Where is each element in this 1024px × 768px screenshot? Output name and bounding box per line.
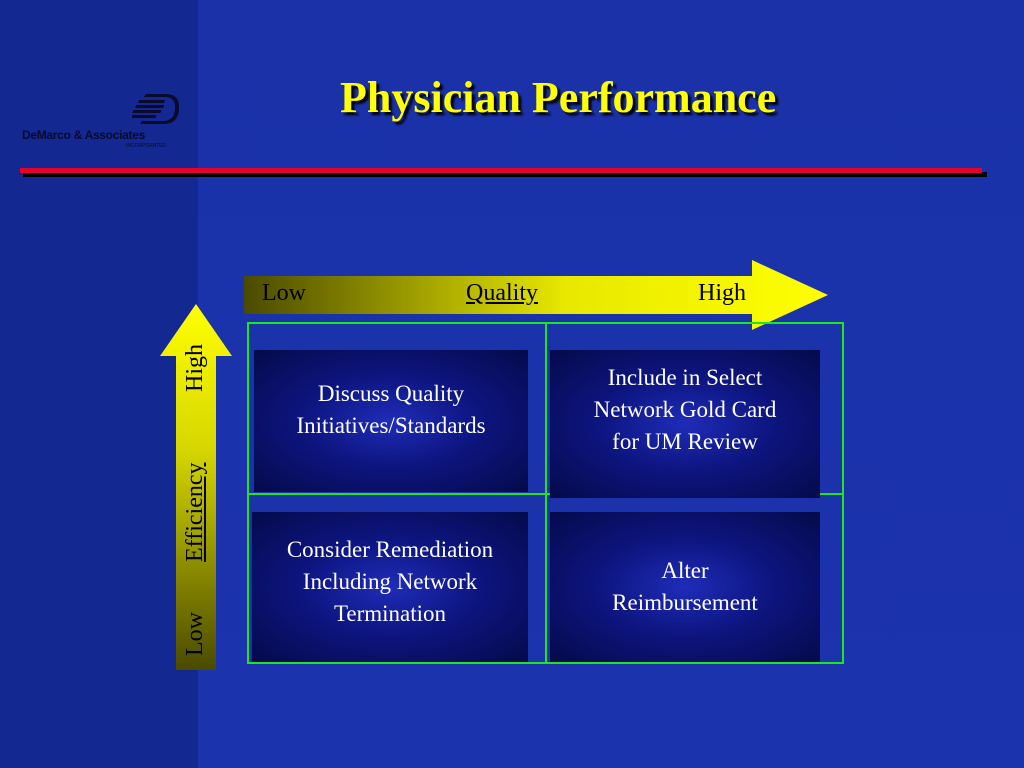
cell-text-line: Alter (661, 558, 709, 583)
logo-mark-icon (132, 94, 180, 124)
cell-text-line: Initiatives/Standards (296, 413, 486, 438)
efficiency-axis-arrow (160, 304, 232, 670)
efficiency-axis-high-label: High (182, 344, 208, 392)
quality-axis-high-label: High (698, 280, 746, 306)
matrix-cell-low-quality-low-efficiency: Consider Remediation Including Network T… (252, 512, 528, 662)
cell-text-line: Network Gold Card (593, 397, 777, 422)
logo-subtitle: INCORPORATED (126, 143, 166, 149)
quality-axis-low-label: Low (262, 280, 306, 306)
cell-text-line: Reimbursement (612, 590, 758, 615)
title-rule (20, 168, 982, 173)
efficiency-axis-labels: Low Efficiency High (182, 310, 216, 660)
quality-axis-name-label: Quality (466, 280, 538, 306)
cell-text-line: Termination (333, 601, 447, 626)
matrix-cell-low-quality-high-efficiency: Discuss Quality Initiatives/Standards (254, 350, 528, 492)
title-rule-shadow (23, 172, 987, 177)
efficiency-axis-name-label: Efficiency (182, 462, 208, 562)
cell-text-line: Include in Select (607, 365, 763, 390)
matrix-cell-high-quality-high-efficiency: Include in Select Network Gold Card for … (550, 350, 820, 498)
logo-name: DeMarco & Associates (22, 128, 145, 142)
cell-text-line: Consider Remediation (286, 537, 494, 562)
matrix-cell-high-quality-low-efficiency: Alter Reimbursement (550, 512, 820, 662)
cell-text-line: Discuss Quality (317, 381, 465, 406)
quality-axis-arrow (244, 260, 828, 330)
efficiency-axis-low-label: Low (182, 612, 208, 656)
left-band (0, 0, 198, 768)
page-title: Physician Performance (340, 73, 777, 122)
company-logo: DeMarco & Associates INCORPORATED (18, 92, 198, 154)
matrix-horizontal-divider (247, 493, 844, 495)
cell-text-line: for UM Review (612, 429, 758, 454)
cell-text-line: Including Network (302, 569, 478, 594)
